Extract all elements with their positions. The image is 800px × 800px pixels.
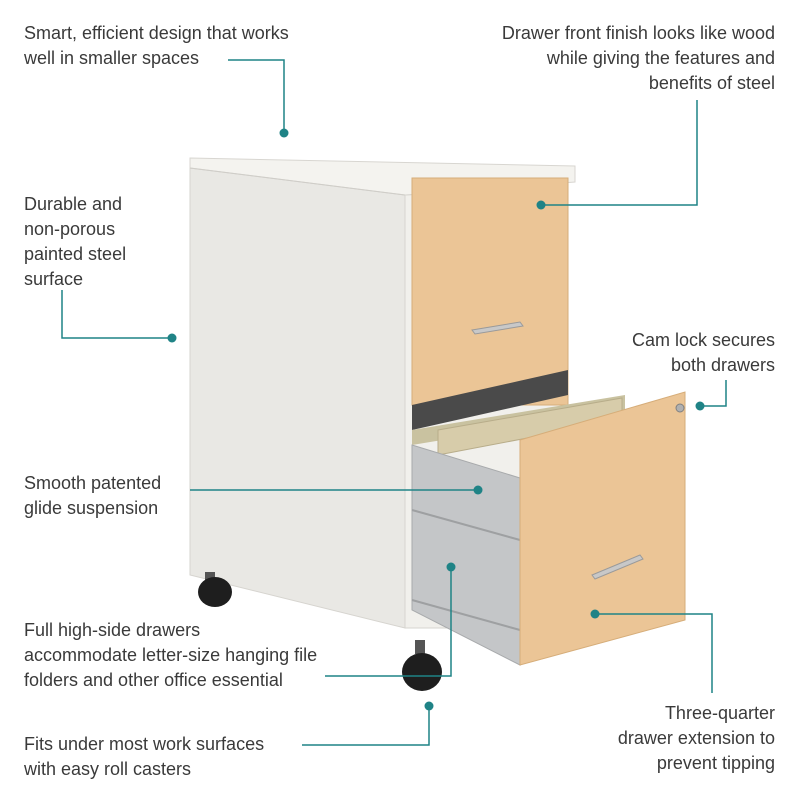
callout-high-side-drawers: Full high-side drawers accommodate lette…	[24, 618, 317, 693]
leader-dots	[167, 128, 705, 711]
callout-roll-casters: Fits under most work surfaces with easy …	[24, 732, 264, 782]
callout-line: with easy roll casters	[24, 759, 192, 779]
callout-line: non-porous	[24, 219, 116, 239]
callout-line: Cam lock secures	[631, 330, 775, 350]
dot-icon	[536, 200, 546, 210]
dot-icon	[473, 485, 483, 495]
callout-line: accommodate letter-size hanging file	[24, 645, 318, 665]
callout-line: while giving the features and	[546, 48, 775, 68]
callout-line: prevent tipping	[656, 753, 775, 773]
leader-steel	[61, 290, 172, 339]
callout-cam-lock: Cam lock secures both drawers	[632, 328, 775, 378]
dot-icon	[590, 609, 600, 619]
leader-lock	[700, 380, 727, 407]
caster-wheel-icon	[198, 577, 232, 607]
callout-line: benefits of steel	[648, 73, 775, 93]
drawer-handle-icon	[591, 554, 644, 580]
callout-compact-design: Smart, efficient design that works well …	[24, 21, 289, 71]
callout-line: Smart, efficient design that works	[24, 23, 289, 43]
callout-line: Three-quarter	[664, 703, 775, 723]
dot-icon	[167, 333, 177, 343]
caster-wheel-icon	[402, 653, 442, 691]
leader-extension	[595, 613, 713, 693]
callout-drawer-extension: Three-quarter drawer extension to preven…	[618, 701, 775, 776]
callout-wood-finish: Drawer front finish looks like wood whil…	[502, 21, 775, 96]
callout-line: Durable and	[24, 194, 123, 214]
callout-line: Smooth patented	[24, 473, 162, 493]
cam-lock-icon	[675, 403, 685, 413]
dot-icon	[446, 562, 456, 572]
leader-finish	[541, 100, 698, 206]
callout-line: glide suspension	[24, 498, 159, 518]
callout-line: folders and other office essential	[24, 670, 283, 690]
callout-line: Drawer front finish looks like wood	[501, 23, 775, 43]
top-drawer	[411, 177, 569, 406]
casters	[198, 572, 442, 691]
open-drawer	[411, 370, 686, 666]
drawer-handle-icon	[471, 321, 524, 335]
leader-compact	[228, 59, 285, 133]
callout-line: Full high-side drawers	[24, 620, 201, 640]
callout-line: surface	[24, 269, 84, 289]
callout-steel-surface: Durable and non-porous painted steel sur…	[24, 192, 126, 292]
leader-drawers	[325, 567, 452, 677]
leader-lines	[61, 59, 727, 746]
callout-line: both drawers	[670, 355, 775, 375]
dot-icon	[279, 128, 289, 138]
callout-line: drawer extension to	[617, 728, 775, 748]
callout-line: painted steel	[24, 244, 127, 264]
callout-line: well in smaller spaces	[24, 48, 200, 68]
leader-casters	[302, 706, 430, 746]
dot-icon	[695, 401, 705, 411]
callout-line: Fits under most work surfaces	[24, 734, 265, 754]
dot-icon	[424, 701, 434, 711]
callout-glide-suspension: Smooth patented glide suspension	[24, 471, 161, 521]
